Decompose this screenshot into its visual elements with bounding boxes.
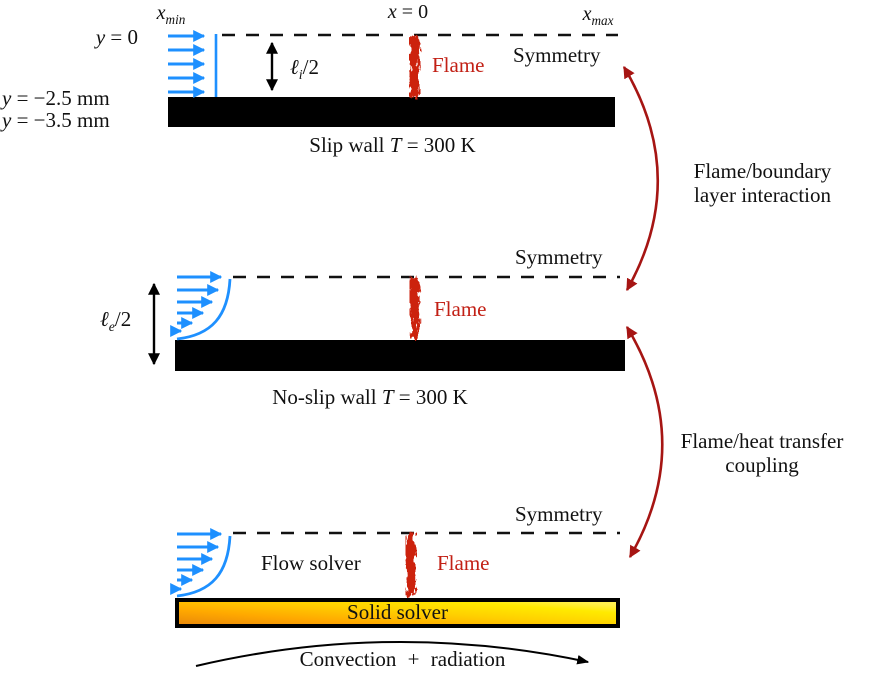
label-y-zero: y = 0 [95,25,138,49]
flame-heat-coupling-arrow [625,325,664,559]
label-flame-mid: Flame [434,297,487,321]
label-y-wall-top: y = −2.5 mm [2,86,110,110]
noslip-wall-rect [175,340,625,371]
convection-radiation-arrow [195,641,590,667]
slip-wall-rect [168,97,615,127]
flame-stroke-mid [408,277,420,339]
profile-envelope-mid [176,278,232,341]
label-symmetry-top: Symmetry [513,43,601,67]
label-x-min: xmin [156,2,186,27]
label-x-zero: x = 0 [387,1,429,23]
flame-stroke-top [408,35,420,99]
label-x-max: xmax [582,3,614,28]
label-symmetry-bottom: Symmetry [515,502,603,526]
label-flame-boundary-interaction: Flame/boundary layer interaction [693,159,832,207]
parabolic-inlet-profile-mid [170,271,232,341]
label-noslip-wall: No-slip wall T = 300 K [272,385,468,409]
label-solid-solver: Solid solver [347,600,448,624]
profile-envelope-bottom [176,535,232,598]
label-li-half: ℓi/2 [290,55,319,83]
uniform-inlet-profile-top [168,30,218,98]
label-le-half: ℓe/2 [100,307,132,335]
flame-stroke-bottom [404,532,416,597]
label-flame-bottom: Flame [437,551,490,575]
label-slip-wall: Slip wall T = 300 K [309,133,476,157]
label-flow-solver: Flow solver [261,551,361,575]
flame-boundary-interaction-arrow [622,65,660,292]
solid-solver-bar [175,598,620,628]
label-flame-heat-coupling: Flame/heat transfer coupling [680,429,844,477]
label-flame-top: Flame [432,53,485,77]
label-y-wall-bottom: y = −3.5 mm [2,108,110,132]
label-convection-radiation: Convection + radiation [299,647,506,671]
parabolic-inlet-profile-bottom [170,528,232,598]
label-symmetry-mid: Symmetry [515,245,603,269]
